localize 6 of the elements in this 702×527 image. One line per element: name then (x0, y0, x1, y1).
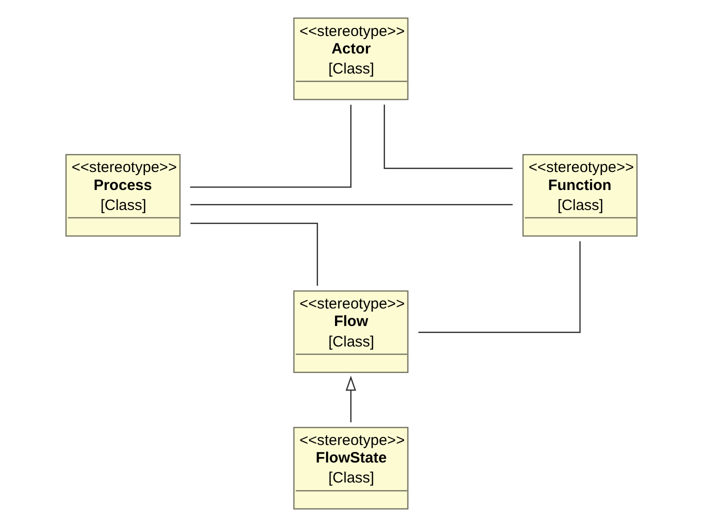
connector (190, 104, 351, 188)
connector (190, 204, 512, 206)
connector (190, 222, 318, 286)
arrow (345, 376, 356, 422)
connector (383, 104, 512, 169)
connector (418, 241, 580, 333)
